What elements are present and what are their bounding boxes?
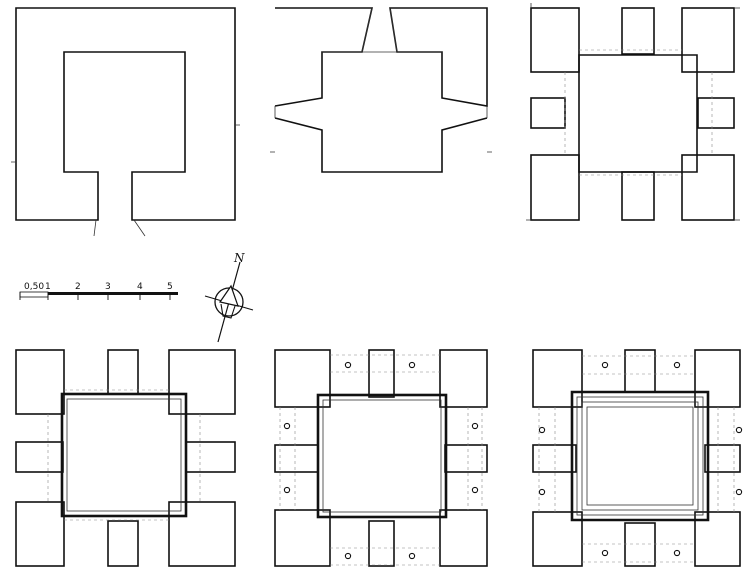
- scale-label-0-50: 0,50: [24, 282, 44, 292]
- north-arrow-icon: N: [204, 251, 254, 343]
- plan-3: [526, 3, 740, 221]
- scale-label-1: 1: [45, 282, 51, 292]
- plan-5: [274, 349, 488, 567]
- plan-2: [270, 7, 492, 173]
- north-label: N: [233, 251, 245, 265]
- scale-label-3: 3: [105, 282, 111, 292]
- scale-label-4: 4: [137, 282, 143, 292]
- plan-1: [11, 7, 240, 237]
- scale-label-5: 5: [167, 282, 173, 292]
- plan-4: [15, 349, 236, 567]
- scale-bar: 0,50 1 2 3 4 5: [19, 282, 178, 300]
- plan-6: [532, 349, 743, 567]
- scale-label-2: 2: [75, 282, 81, 292]
